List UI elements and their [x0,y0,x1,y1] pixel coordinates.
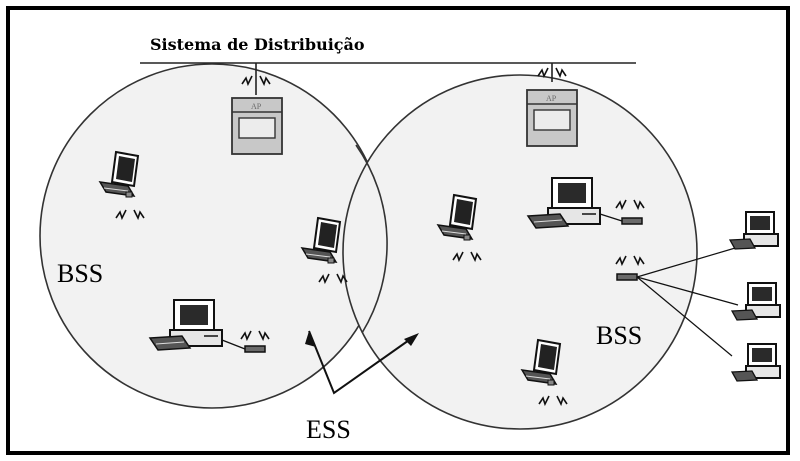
bss-right-label: BSS [596,321,642,350]
bss-right-circle [342,74,698,430]
wireless-adapter-icon [616,273,638,281]
ess-arrows [308,330,413,395]
wired-link [636,276,739,306]
ess-label: ESS [306,415,351,444]
bss-left-overlap-arc [355,144,388,334]
wired-link [636,276,733,357]
desktop-computer-icon [729,211,779,250]
desktop-computer-icon [731,343,781,382]
ap-right-label: AP [546,94,557,103]
ess-arrowhead-right [404,333,419,346]
access-point-icon: AP [231,97,283,155]
adapter-cable [221,339,246,350]
wireless-adapter-icon [621,217,643,225]
adapter-cable [599,213,623,222]
bss-left-label: BSS [57,259,103,288]
access-point-icon: AP [526,89,578,147]
wired-link [636,245,743,278]
wireless-adapter-icon [244,345,266,353]
ess-arrowhead-left [305,331,316,347]
desktop-computer-icon [731,282,781,321]
distribution-system-title: Sistema de Distribuição [150,35,365,54]
ap-left-label: AP [251,102,262,111]
